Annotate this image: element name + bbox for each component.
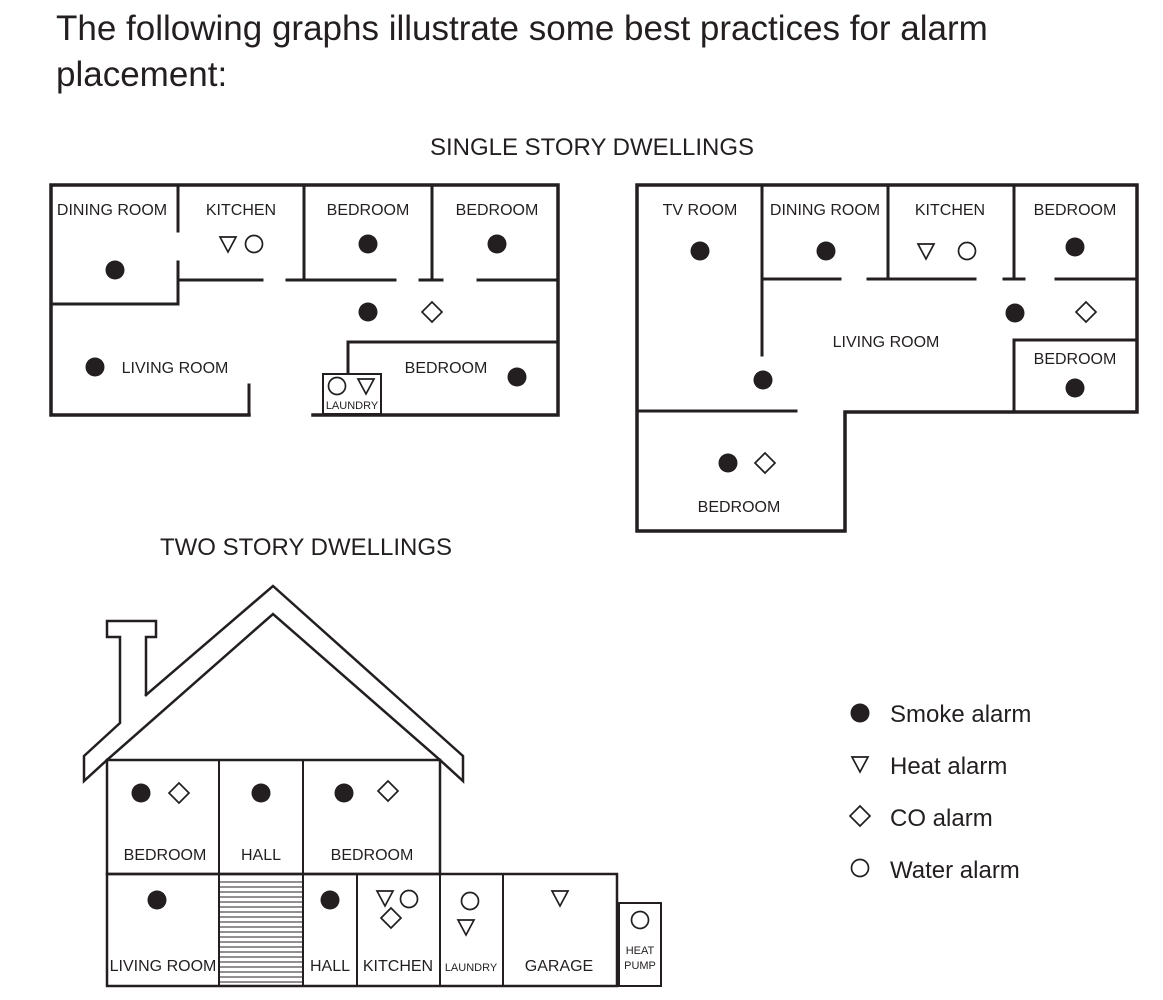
room-label-bedroom: BEDROOM	[698, 499, 781, 516]
room-label-bedroom: BEDROOM	[327, 202, 410, 219]
heat-alarm-icon	[219, 236, 237, 253]
smoke-alarm-icon	[753, 370, 773, 390]
water-alarm-icon	[244, 234, 264, 254]
smoke-alarm-icon	[85, 357, 105, 377]
floor-plan-b	[635, 183, 1139, 533]
smoke-alarm-icon	[850, 703, 870, 723]
legend: Smoke alarm Heat alarm CO alarm Water al…	[849, 701, 1031, 884]
legend-water-label: Water alarm	[890, 857, 1020, 884]
smoke-alarm-icon	[105, 260, 125, 280]
heat-alarm-icon	[551, 890, 569, 907]
single-story-title: SINGLE STORY DWELLINGS	[430, 134, 754, 161]
room-label-bedroom: BEDROOM	[1034, 351, 1117, 368]
smoke-alarm-icon	[507, 367, 527, 387]
co-alarm-icon	[377, 780, 399, 802]
smoke-alarm-icon	[131, 783, 151, 803]
smoke-alarm-icon	[487, 234, 507, 254]
room-label-dining-room: DINING ROOM	[57, 202, 167, 219]
smoke-alarm-icon	[690, 241, 710, 261]
room-label-living-room: LIVING ROOM	[110, 958, 217, 975]
room-label-kitchen: KITCHEN	[915, 202, 985, 219]
smoke-alarm-icon	[1065, 237, 1085, 257]
heat-alarm-icon	[357, 378, 375, 395]
water-alarm-icon	[327, 376, 347, 396]
intro-text: The following graphs illustrate some bes…	[56, 9, 988, 94]
room-label-kitchen: KITCHEN	[363, 958, 433, 975]
room-label-bedroom: BEDROOM	[124, 847, 207, 864]
co-alarm-icon	[849, 805, 871, 827]
smoke-alarm-icon	[358, 302, 378, 322]
co-alarm-icon	[754, 452, 776, 474]
room-label-hall: HALL	[241, 847, 281, 864]
staircase	[219, 881, 303, 983]
heat-alarm-icon	[376, 890, 394, 907]
room-label-bedroom: BEDROOM	[456, 202, 539, 219]
room-label-laundry: LAUNDRY	[326, 400, 379, 412]
legend-smoke-label: Smoke alarm	[890, 701, 1031, 728]
smoke-alarm-icon	[251, 783, 271, 803]
floor-plan-a	[49, 183, 560, 417]
room-label-bedroom: BEDROOM	[405, 360, 488, 377]
legend-co-label: CO alarm	[890, 805, 993, 832]
water-alarm-icon	[460, 891, 480, 911]
smoke-alarm-icon	[358, 234, 378, 254]
water-alarm-icon	[850, 858, 870, 878]
water-alarm-icon	[630, 910, 650, 930]
smoke-alarm-icon	[718, 453, 738, 473]
room-label-laundry: LAUNDRY	[445, 962, 498, 974]
smoke-alarm-icon	[147, 890, 167, 910]
smoke-alarm-icon	[816, 241, 836, 261]
room-label-tv-room: TV ROOM	[663, 202, 738, 219]
water-alarm-icon	[957, 241, 977, 261]
co-alarm-icon	[421, 301, 443, 323]
smoke-alarm-icon	[1065, 378, 1085, 398]
room-label-bedroom: BEDROOM	[331, 847, 414, 864]
room-label-living-room: LIVING ROOM	[833, 334, 940, 351]
co-alarm-icon	[380, 907, 402, 929]
room-label-heat-pump: HEAT	[626, 945, 655, 957]
room-label-bedroom: BEDROOM	[1034, 202, 1117, 219]
room-label-living-room: LIVING ROOM	[122, 360, 229, 377]
legend-heat-label: Heat alarm	[890, 753, 1007, 780]
smoke-alarm-icon	[1005, 303, 1025, 323]
room-label-heat-pump: PUMP	[624, 960, 656, 972]
room-label-hall: HALL	[310, 958, 350, 975]
room-label-dining-room: DINING ROOM	[770, 202, 880, 219]
heat-alarm-icon	[851, 756, 869, 773]
room-label-garage: GARAGE	[525, 958, 593, 975]
two-story-title: TWO STORY DWELLINGS	[160, 534, 452, 561]
co-alarm-icon	[168, 782, 190, 804]
room-label-kitchen: KITCHEN	[206, 202, 276, 219]
water-alarm-icon	[399, 889, 419, 909]
heat-alarm-icon	[457, 919, 475, 936]
smoke-alarm-icon	[320, 890, 340, 910]
house-two-story	[82, 584, 662, 988]
smoke-alarm-icon	[334, 783, 354, 803]
co-alarm-icon	[1075, 301, 1097, 323]
heat-alarm-icon	[917, 243, 935, 260]
